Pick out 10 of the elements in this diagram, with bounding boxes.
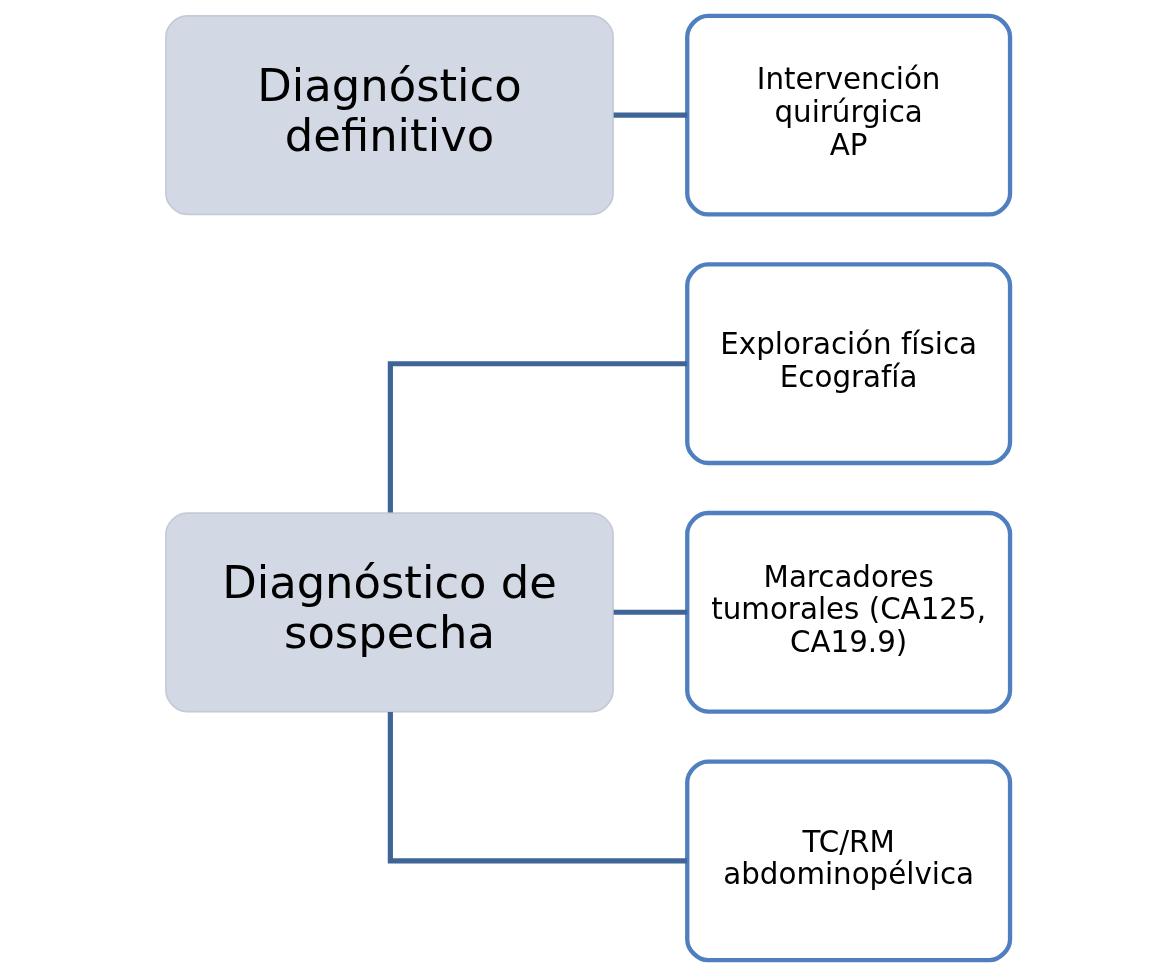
node-box: Intervención quirúrgica AP <box>685 13 1013 217</box>
connector <box>613 112 688 118</box>
node-box: Marcadores tumorales (CA125, CA19.9) <box>685 510 1013 714</box>
node-box: TC/RM abdominopélvica <box>685 758 1013 962</box>
node-box: Diagnóstico definitivo <box>165 14 614 215</box>
connector <box>387 360 688 513</box>
node-box: Diagnóstico de sospecha <box>165 511 614 712</box>
connector <box>387 711 688 863</box>
connector <box>613 609 688 615</box>
node-box: Exploración física Ecografía <box>685 261 1013 465</box>
